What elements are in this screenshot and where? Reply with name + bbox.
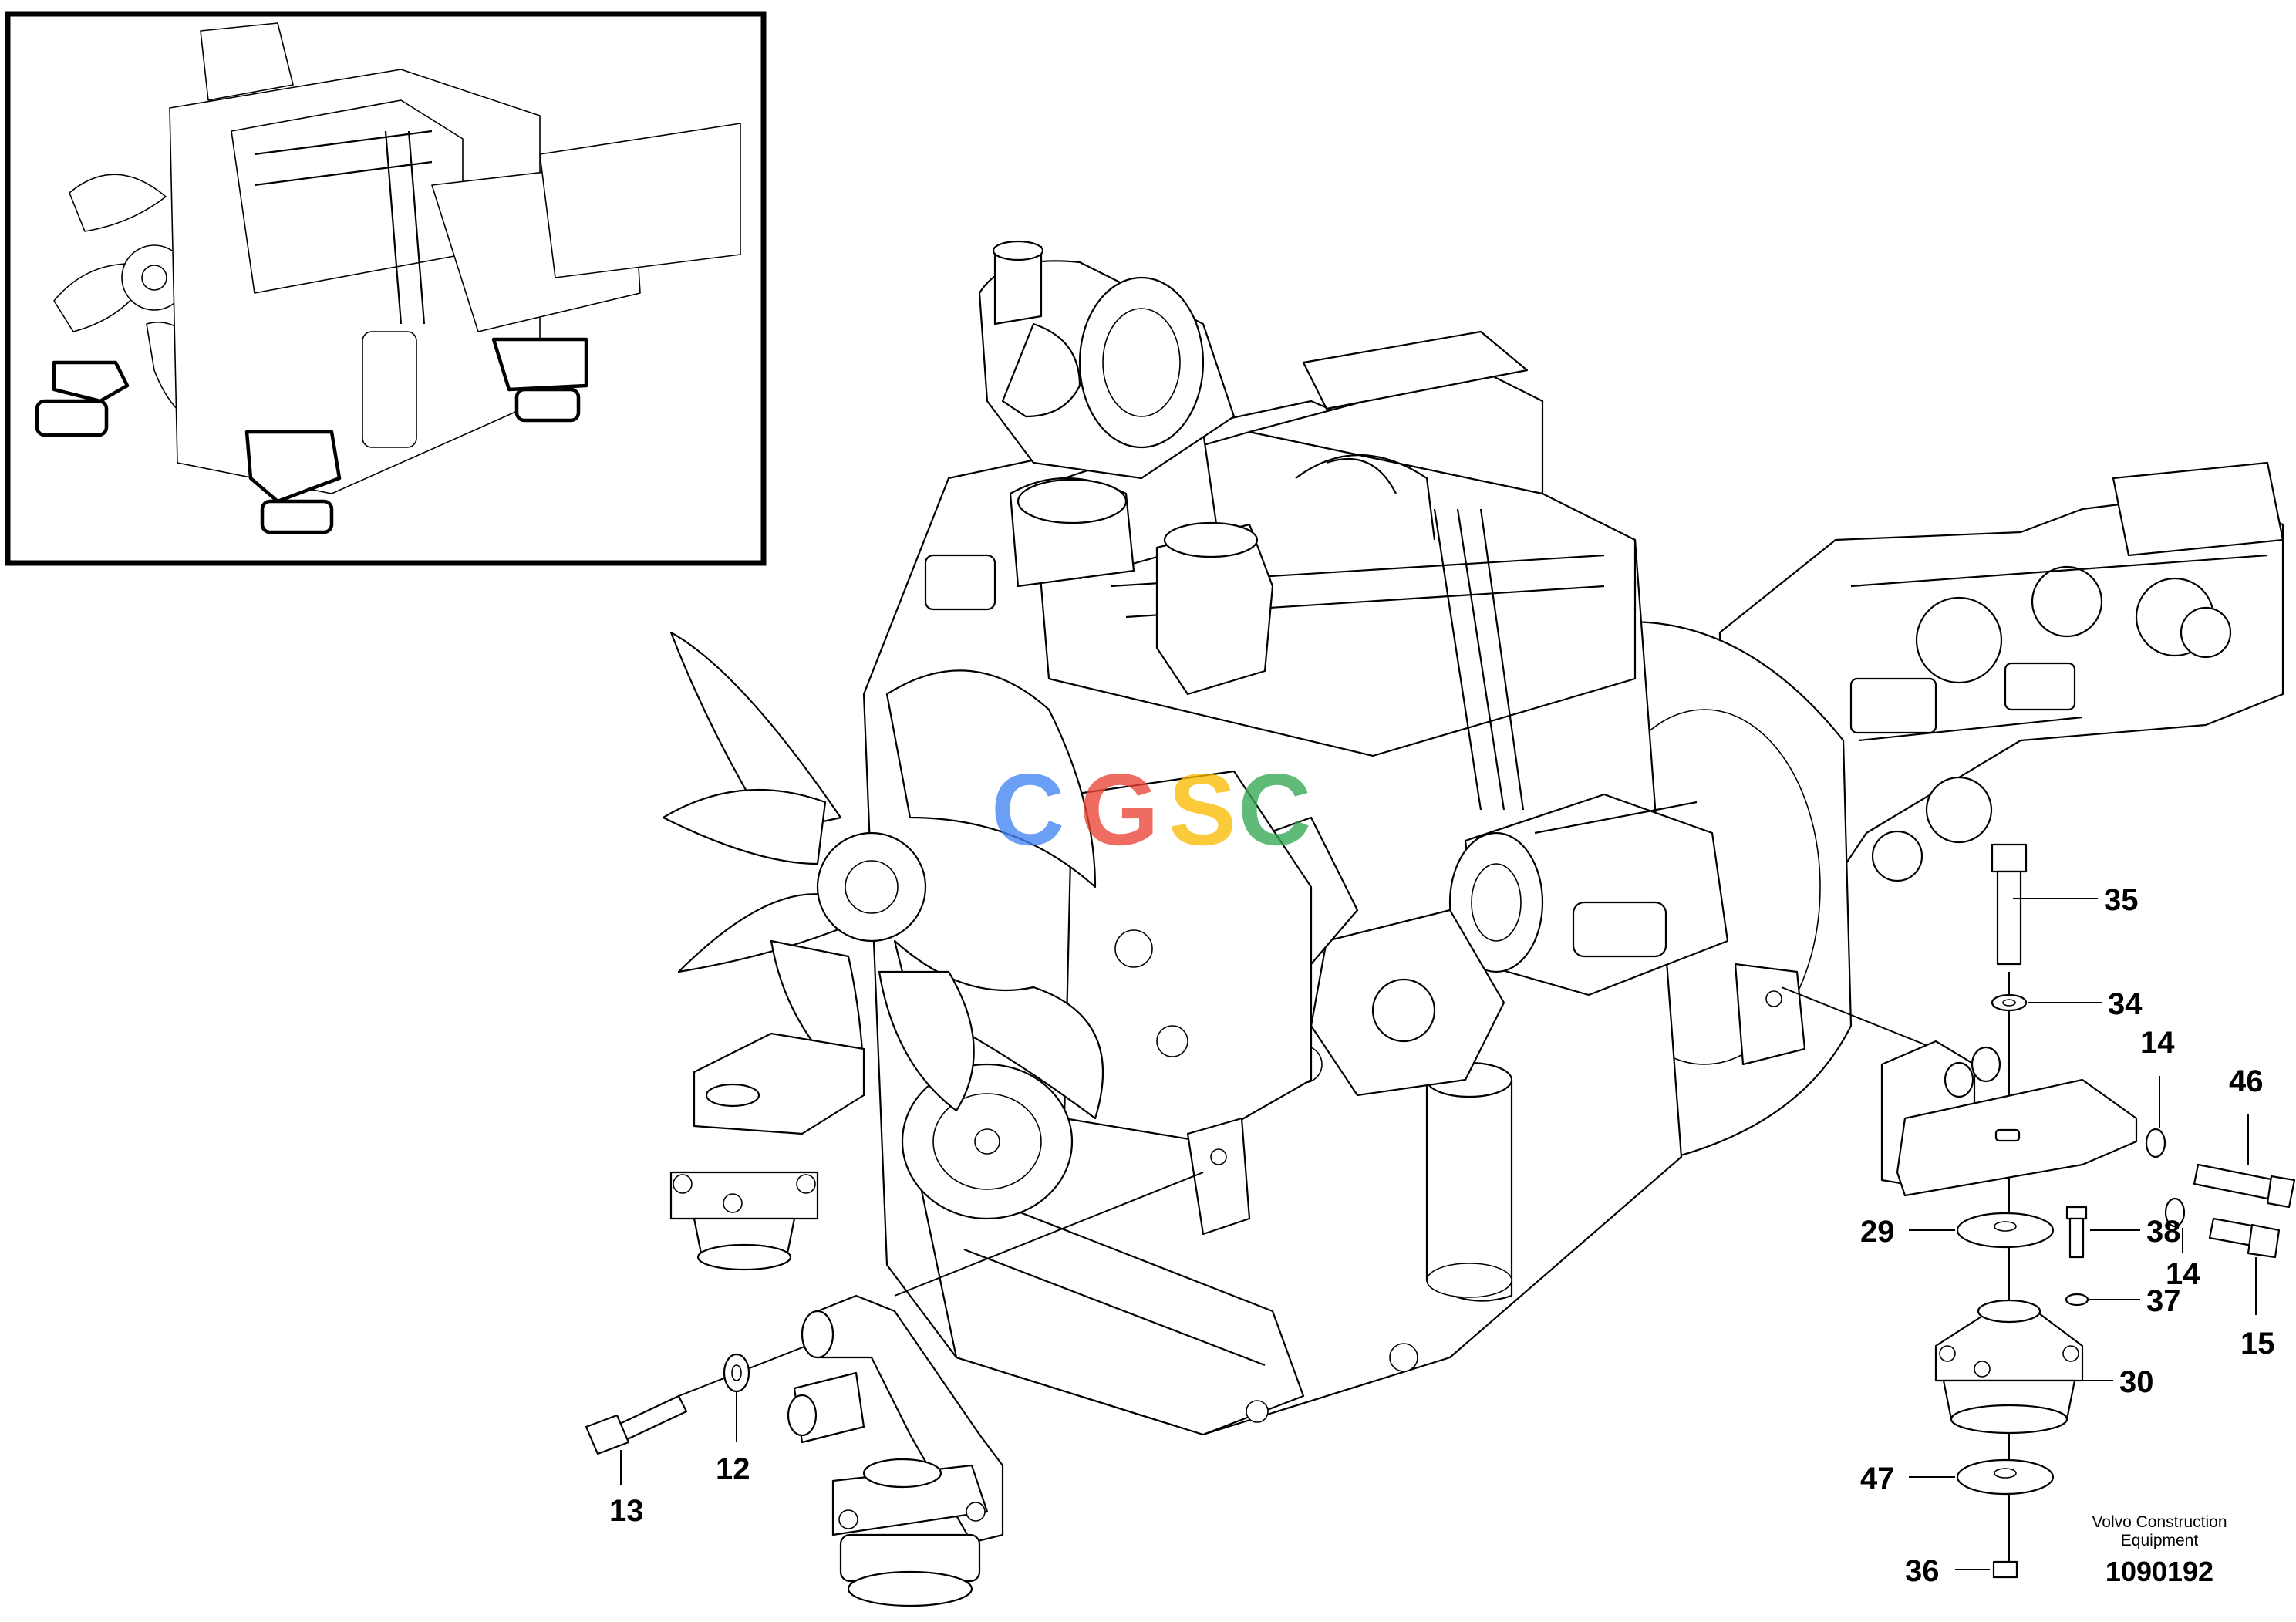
rubber-mount-30 <box>1934 1299 2084 1435</box>
drawing-footer: Volvo Construction Equipment 1090192 <box>2092 1513 2227 1587</box>
bolt-35 <box>1991 843 2028 966</box>
callout-36: 36 <box>1905 1554 1940 1588</box>
callout-37: 37 <box>2146 1284 2181 1318</box>
engine-assembly <box>662 240 2284 1436</box>
callout-14-upper: 14 <box>2140 1026 2175 1060</box>
bolt-46 <box>2193 1163 2296 1209</box>
exploded-rear-mount <box>1781 843 2296 1579</box>
overview-inset <box>5 11 767 566</box>
callout-34: 34 <box>2108 987 2143 1021</box>
front-left-mount <box>669 1032 865 1271</box>
starter-motor <box>1448 793 1729 996</box>
hydraulic-pump-unit <box>1718 461 2284 989</box>
front-center-line <box>894 1172 1204 1297</box>
watermark-letter-1: C <box>991 753 1064 866</box>
callout-29: 29 <box>1860 1215 1895 1249</box>
bolt-13 <box>585 1394 688 1455</box>
callout-38: 38 <box>2146 1215 2181 1249</box>
leader-lines <box>620 898 2257 1570</box>
drawing-number: 1090192 <box>2106 1556 2213 1587</box>
callout-35: 35 <box>2104 883 2139 917</box>
callout-46: 46 <box>2229 1064 2264 1098</box>
cgsc-watermark: C G S C <box>991 753 1311 866</box>
nut-36 <box>1992 1560 2018 1579</box>
washer-37 <box>2065 1293 2089 1307</box>
callout-47: 47 <box>1860 1462 1895 1496</box>
cooling-fan <box>662 631 1104 1120</box>
callout-labels: 13 12 35 34 14 46 29 38 14 37 15 30 47 3… <box>609 883 2275 1588</box>
rear-bracket <box>1880 1040 2138 1197</box>
callout-15: 15 <box>2240 1327 2275 1361</box>
callout-12: 12 <box>716 1452 750 1486</box>
oil-filter <box>1425 1061 1513 1302</box>
overview-engine-sketch <box>35 22 741 534</box>
turbocharger <box>978 240 1236 480</box>
bolt-15 <box>2208 1217 2281 1259</box>
washer-14-lower <box>2164 1197 2186 1228</box>
washer-14-upper <box>2145 1128 2166 1158</box>
watermark-letter-3: S <box>1168 753 1236 866</box>
exploded-front-mount <box>585 1172 1204 1607</box>
callout-13: 13 <box>609 1494 644 1528</box>
vendor-name-line1: Volvo Construction <box>2092 1513 2227 1531</box>
callout-30: 30 <box>2119 1365 2154 1399</box>
screw-38 <box>2065 1206 2088 1259</box>
watermark-letter-2: G <box>1080 753 1159 866</box>
vendor-name-line2: Equipment <box>2121 1532 2199 1549</box>
callout-14-lower: 14 <box>2166 1257 2200 1291</box>
watermark-letter-4: C <box>1238 753 1311 866</box>
